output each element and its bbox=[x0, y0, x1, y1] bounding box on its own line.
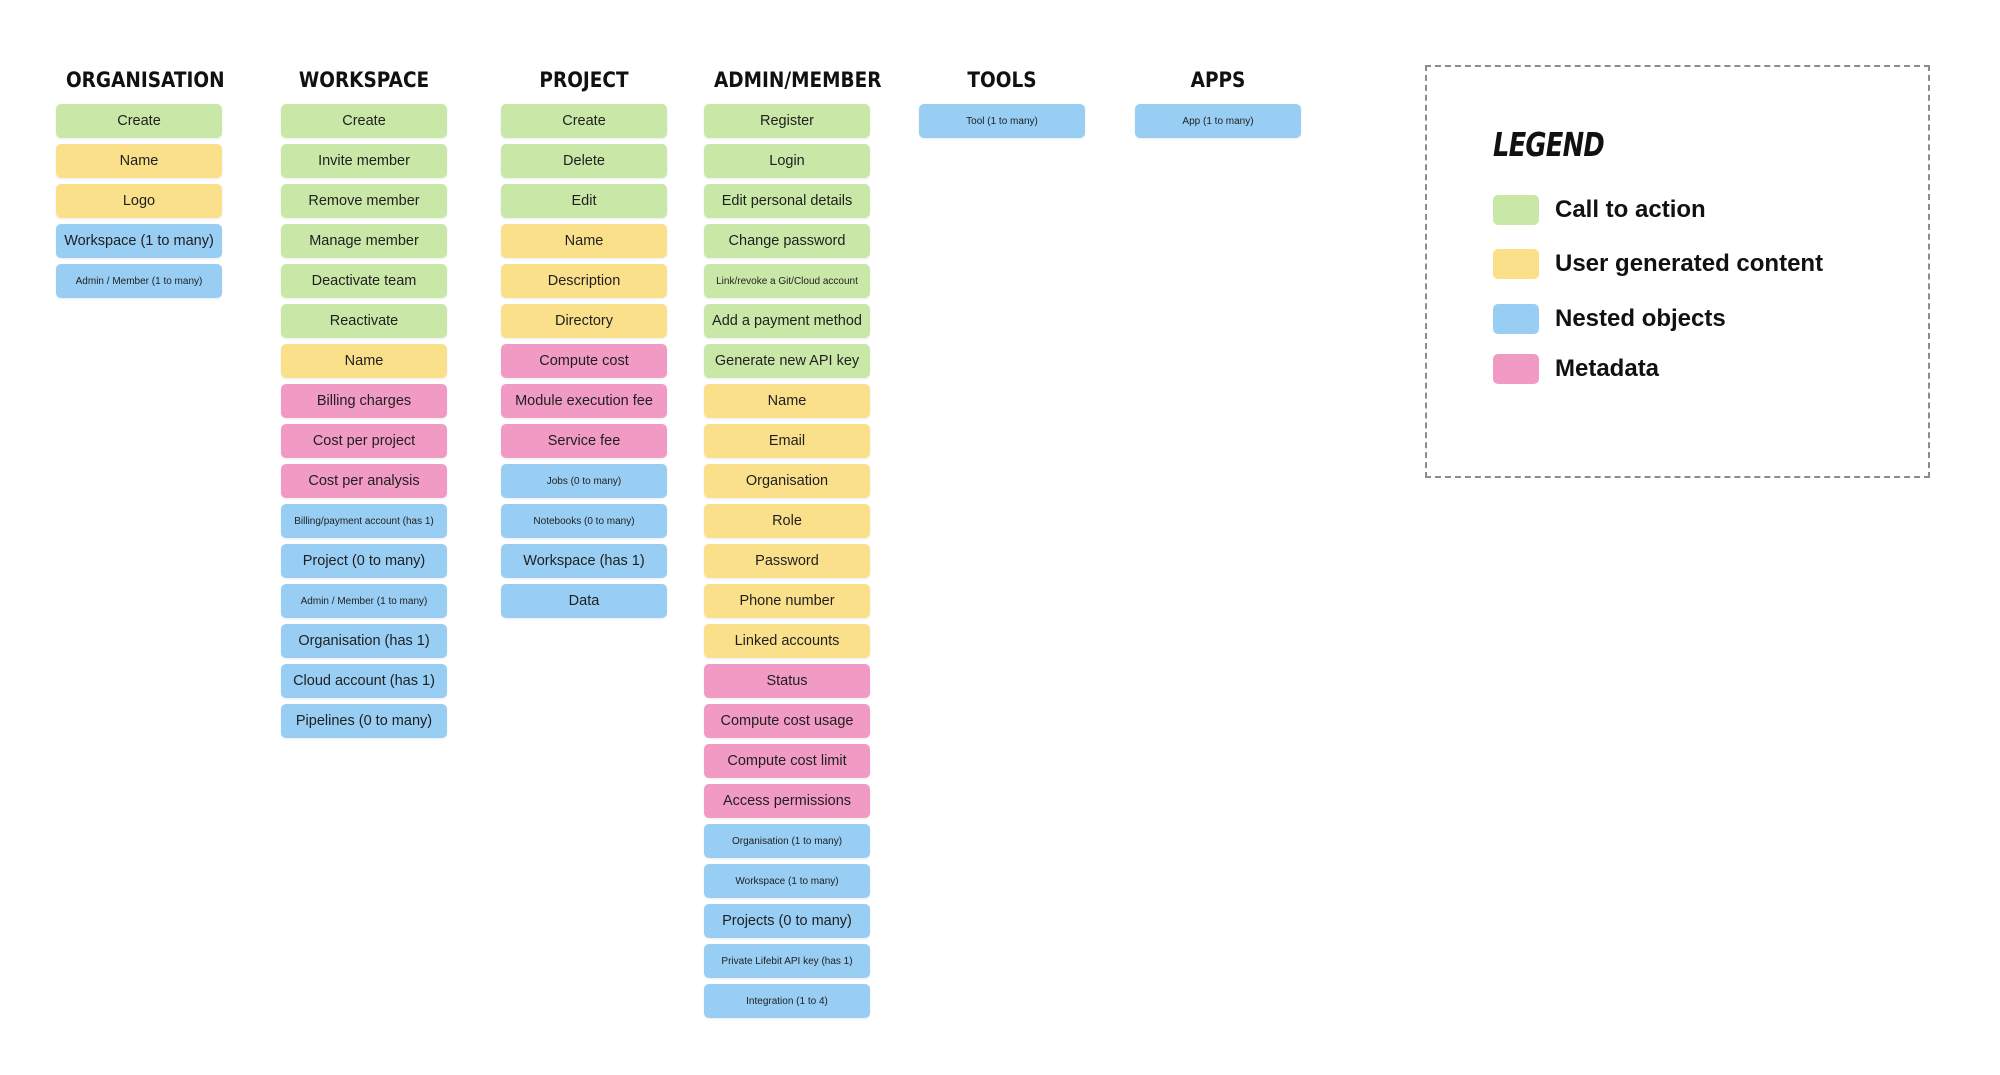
legend-title: LEGEND bbox=[1493, 125, 1605, 164]
sticky-note: Reactivate bbox=[281, 304, 447, 338]
column-title: WORKSPACE bbox=[298, 68, 430, 92]
column-title: PROJECT bbox=[539, 68, 629, 92]
sticky-note: Login bbox=[704, 144, 870, 178]
sticky-note: Change password bbox=[704, 224, 870, 258]
sticky-note: Add a payment method bbox=[704, 304, 870, 338]
sticky-note: Compute cost limit bbox=[704, 744, 870, 778]
sticky-note: Manage member bbox=[281, 224, 447, 258]
sticky-note: Phone number bbox=[704, 584, 870, 618]
sticky-note: Jobs (0 to many) bbox=[501, 464, 667, 498]
sticky-note: Project (0 to many) bbox=[281, 544, 447, 578]
sticky-note: Compute cost usage bbox=[704, 704, 870, 738]
sticky-note: Name bbox=[56, 144, 222, 178]
legend-swatch bbox=[1493, 195, 1539, 225]
sticky-note: Organisation (has 1) bbox=[281, 624, 447, 658]
sticky-note: Register bbox=[704, 104, 870, 138]
sticky-note: Directory bbox=[501, 304, 667, 338]
sticky-note: Cost per project bbox=[281, 424, 447, 458]
sticky-note: Password bbox=[704, 544, 870, 578]
sticky-note: Name bbox=[501, 224, 667, 258]
sticky-note: Description bbox=[501, 264, 667, 298]
legend-item-user-generated-content: User generated content bbox=[1493, 249, 1823, 279]
sticky-note: Link/revoke a Git/Cloud account bbox=[704, 264, 870, 298]
sticky-note: Service fee bbox=[501, 424, 667, 458]
sticky-note: Name bbox=[704, 384, 870, 418]
legend-item-metadata: Metadata bbox=[1493, 354, 1659, 384]
legend-swatch bbox=[1493, 354, 1539, 384]
sticky-note: Compute cost bbox=[501, 344, 667, 378]
legend-item-call-to-action: Call to action bbox=[1493, 195, 1706, 225]
sticky-note: Name bbox=[281, 344, 447, 378]
sticky-note: Data bbox=[501, 584, 667, 618]
legend-label: User generated content bbox=[1555, 250, 1824, 277]
sticky-note: Edit bbox=[501, 184, 667, 218]
sticky-note: Projects (0 to many) bbox=[704, 904, 870, 938]
sticky-note: Invite member bbox=[281, 144, 447, 178]
sticky-note: Logo bbox=[56, 184, 222, 218]
card-stack: App (1 to many) bbox=[1135, 104, 1301, 144]
sticky-note: Delete bbox=[501, 144, 667, 178]
sticky-note: Admin / Member (1 to many) bbox=[56, 264, 222, 298]
sticky-note: Workspace (1 to many) bbox=[704, 864, 870, 898]
column-title: TOOLS bbox=[967, 68, 1037, 92]
sticky-note: Generate new API key bbox=[704, 344, 870, 378]
sticky-note: Create bbox=[56, 104, 222, 138]
column-tools: TOOLS Tool (1 to many) bbox=[919, 64, 1085, 144]
legend-label: Nested objects bbox=[1555, 305, 1726, 332]
sticky-note: Role bbox=[704, 504, 870, 538]
sticky-note: Access permissions bbox=[704, 784, 870, 818]
sticky-note: Organisation (1 to many) bbox=[704, 824, 870, 858]
legend-item-nested-objects: Nested objects bbox=[1493, 304, 1726, 334]
sticky-note: Integration (1 to 4) bbox=[704, 984, 870, 1018]
legend-label: Call to action bbox=[1555, 196, 1706, 223]
sticky-note: Status bbox=[704, 664, 870, 698]
sticky-note: Organisation bbox=[704, 464, 870, 498]
sticky-note: Module execution fee bbox=[501, 384, 667, 418]
sticky-note: App (1 to many) bbox=[1135, 104, 1301, 138]
legend-swatch bbox=[1493, 249, 1539, 279]
sticky-note: Workspace (has 1) bbox=[501, 544, 667, 578]
sticky-note: Billing/payment account (has 1) bbox=[281, 504, 447, 538]
legend-label: Metadata bbox=[1555, 355, 1660, 382]
column-title: APPS bbox=[1190, 68, 1246, 92]
sticky-note: Notebooks (0 to many) bbox=[501, 504, 667, 538]
column-title: ADMIN/MEMBER bbox=[713, 68, 882, 92]
sticky-note: Tool (1 to many) bbox=[919, 104, 1085, 138]
legend-swatch bbox=[1493, 304, 1539, 334]
column-title: ORGANISATION bbox=[65, 68, 225, 92]
sticky-note: Private Lifebit API key (has 1) bbox=[704, 944, 870, 978]
sticky-note: Create bbox=[281, 104, 447, 138]
card-stack: Tool (1 to many) bbox=[919, 104, 1085, 144]
sticky-note: Email bbox=[704, 424, 870, 458]
sticky-note: Admin / Member (1 to many) bbox=[281, 584, 447, 618]
sticky-note: Cost per analysis bbox=[281, 464, 447, 498]
sticky-note: Edit personal details bbox=[704, 184, 870, 218]
sticky-note: Deactivate team bbox=[281, 264, 447, 298]
sticky-note: Pipelines (0 to many) bbox=[281, 704, 447, 738]
sticky-note: Create bbox=[501, 104, 667, 138]
sticky-note: Cloud account (has 1) bbox=[281, 664, 447, 698]
sticky-note: Linked accounts bbox=[704, 624, 870, 658]
sticky-note: Remove member bbox=[281, 184, 447, 218]
column-apps: APPS App (1 to many) bbox=[1135, 64, 1301, 144]
sticky-note: Workspace (1 to many) bbox=[56, 224, 222, 258]
sticky-note: Billing charges bbox=[281, 384, 447, 418]
legend-box: LEGEND Call to action User generated con… bbox=[1425, 65, 1930, 478]
